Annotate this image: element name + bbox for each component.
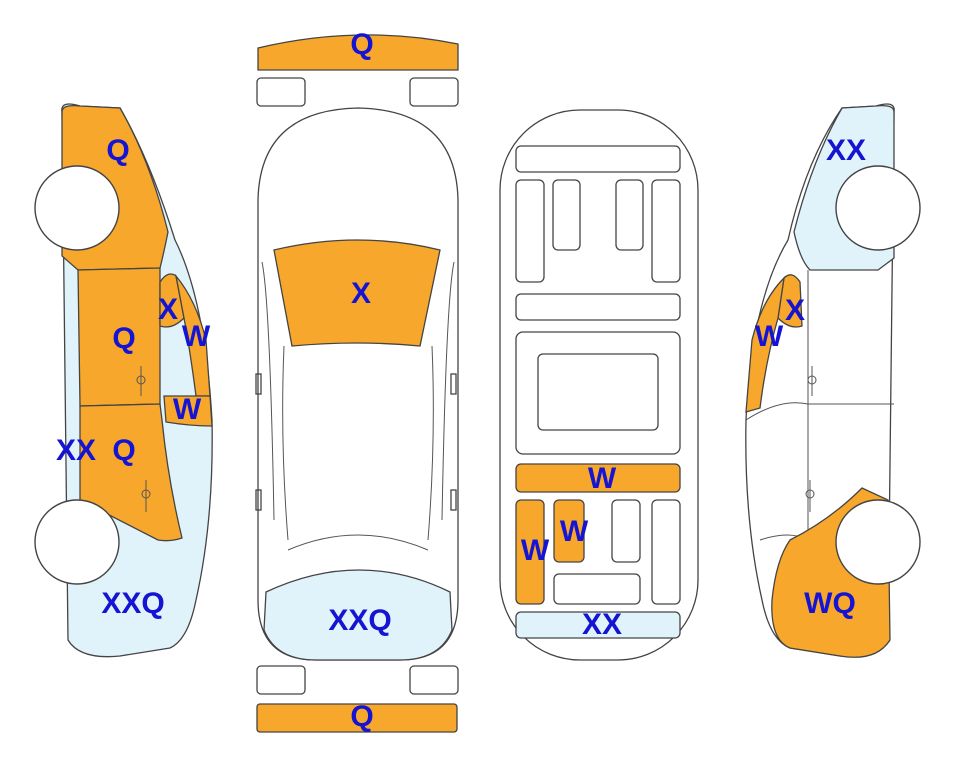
right-rear-wheel — [835, 499, 921, 585]
label-top-rear-bumper: Q — [350, 700, 373, 733]
label-right-rear-quarter: WQ — [804, 587, 856, 620]
right-front-wheel — [835, 165, 921, 251]
label-right-window: W — [755, 320, 784, 353]
label-left-rear-window: W — [173, 393, 202, 426]
label-top-front-bumper: Q — [350, 28, 373, 61]
label-left-rear-door: Q — [112, 434, 135, 467]
label-interior-seat-small: W — [560, 515, 589, 548]
label-interior-row-bar: W — [588, 462, 617, 495]
interior-outline — [499, 109, 699, 661]
left-rear-window — [163, 395, 213, 427]
interior-rear-bar — [515, 611, 681, 639]
label-left-front-window: W — [182, 320, 211, 353]
label-left-front-door: Q — [112, 322, 135, 355]
interior-seat-left — [515, 499, 545, 605]
interior-seat-small — [553, 499, 585, 563]
top-rear-deck — [263, 569, 453, 661]
right-window — [745, 276, 785, 413]
label-left-front-upper: Q — [106, 134, 129, 167]
top-windshield — [273, 239, 441, 347]
top-view: Q X XXQ Q — [255, 28, 459, 733]
left-front-wheel — [34, 165, 120, 251]
label-left-front-window-upper: X — [158, 293, 178, 326]
label-top-windshield: X — [351, 277, 371, 310]
interior-row-bar — [515, 463, 681, 493]
left-side-view: Q Q X W W Q XX XXQ — [34, 103, 213, 658]
label-interior-seat-left: W — [521, 534, 550, 567]
label-top-rear-deck: XXQ — [328, 604, 391, 637]
left-rear-wheel — [34, 499, 120, 585]
left-rear-door — [79, 403, 183, 542]
top-front-bumper — [257, 34, 459, 71]
label-left-sill: XX — [56, 434, 96, 467]
top-rear-bumper — [256, 703, 458, 733]
right-window-upper — [777, 274, 803, 328]
label-right-window-upper: X — [785, 294, 805, 327]
interior-view: W W W XX — [499, 109, 699, 661]
label-right-front-upper: XX — [826, 134, 866, 167]
right-side-view: XX X W WQ — [745, 103, 921, 658]
label-interior-rear-bar: XX — [582, 608, 622, 641]
label-left-rear-quarter: XXQ — [101, 587, 164, 620]
